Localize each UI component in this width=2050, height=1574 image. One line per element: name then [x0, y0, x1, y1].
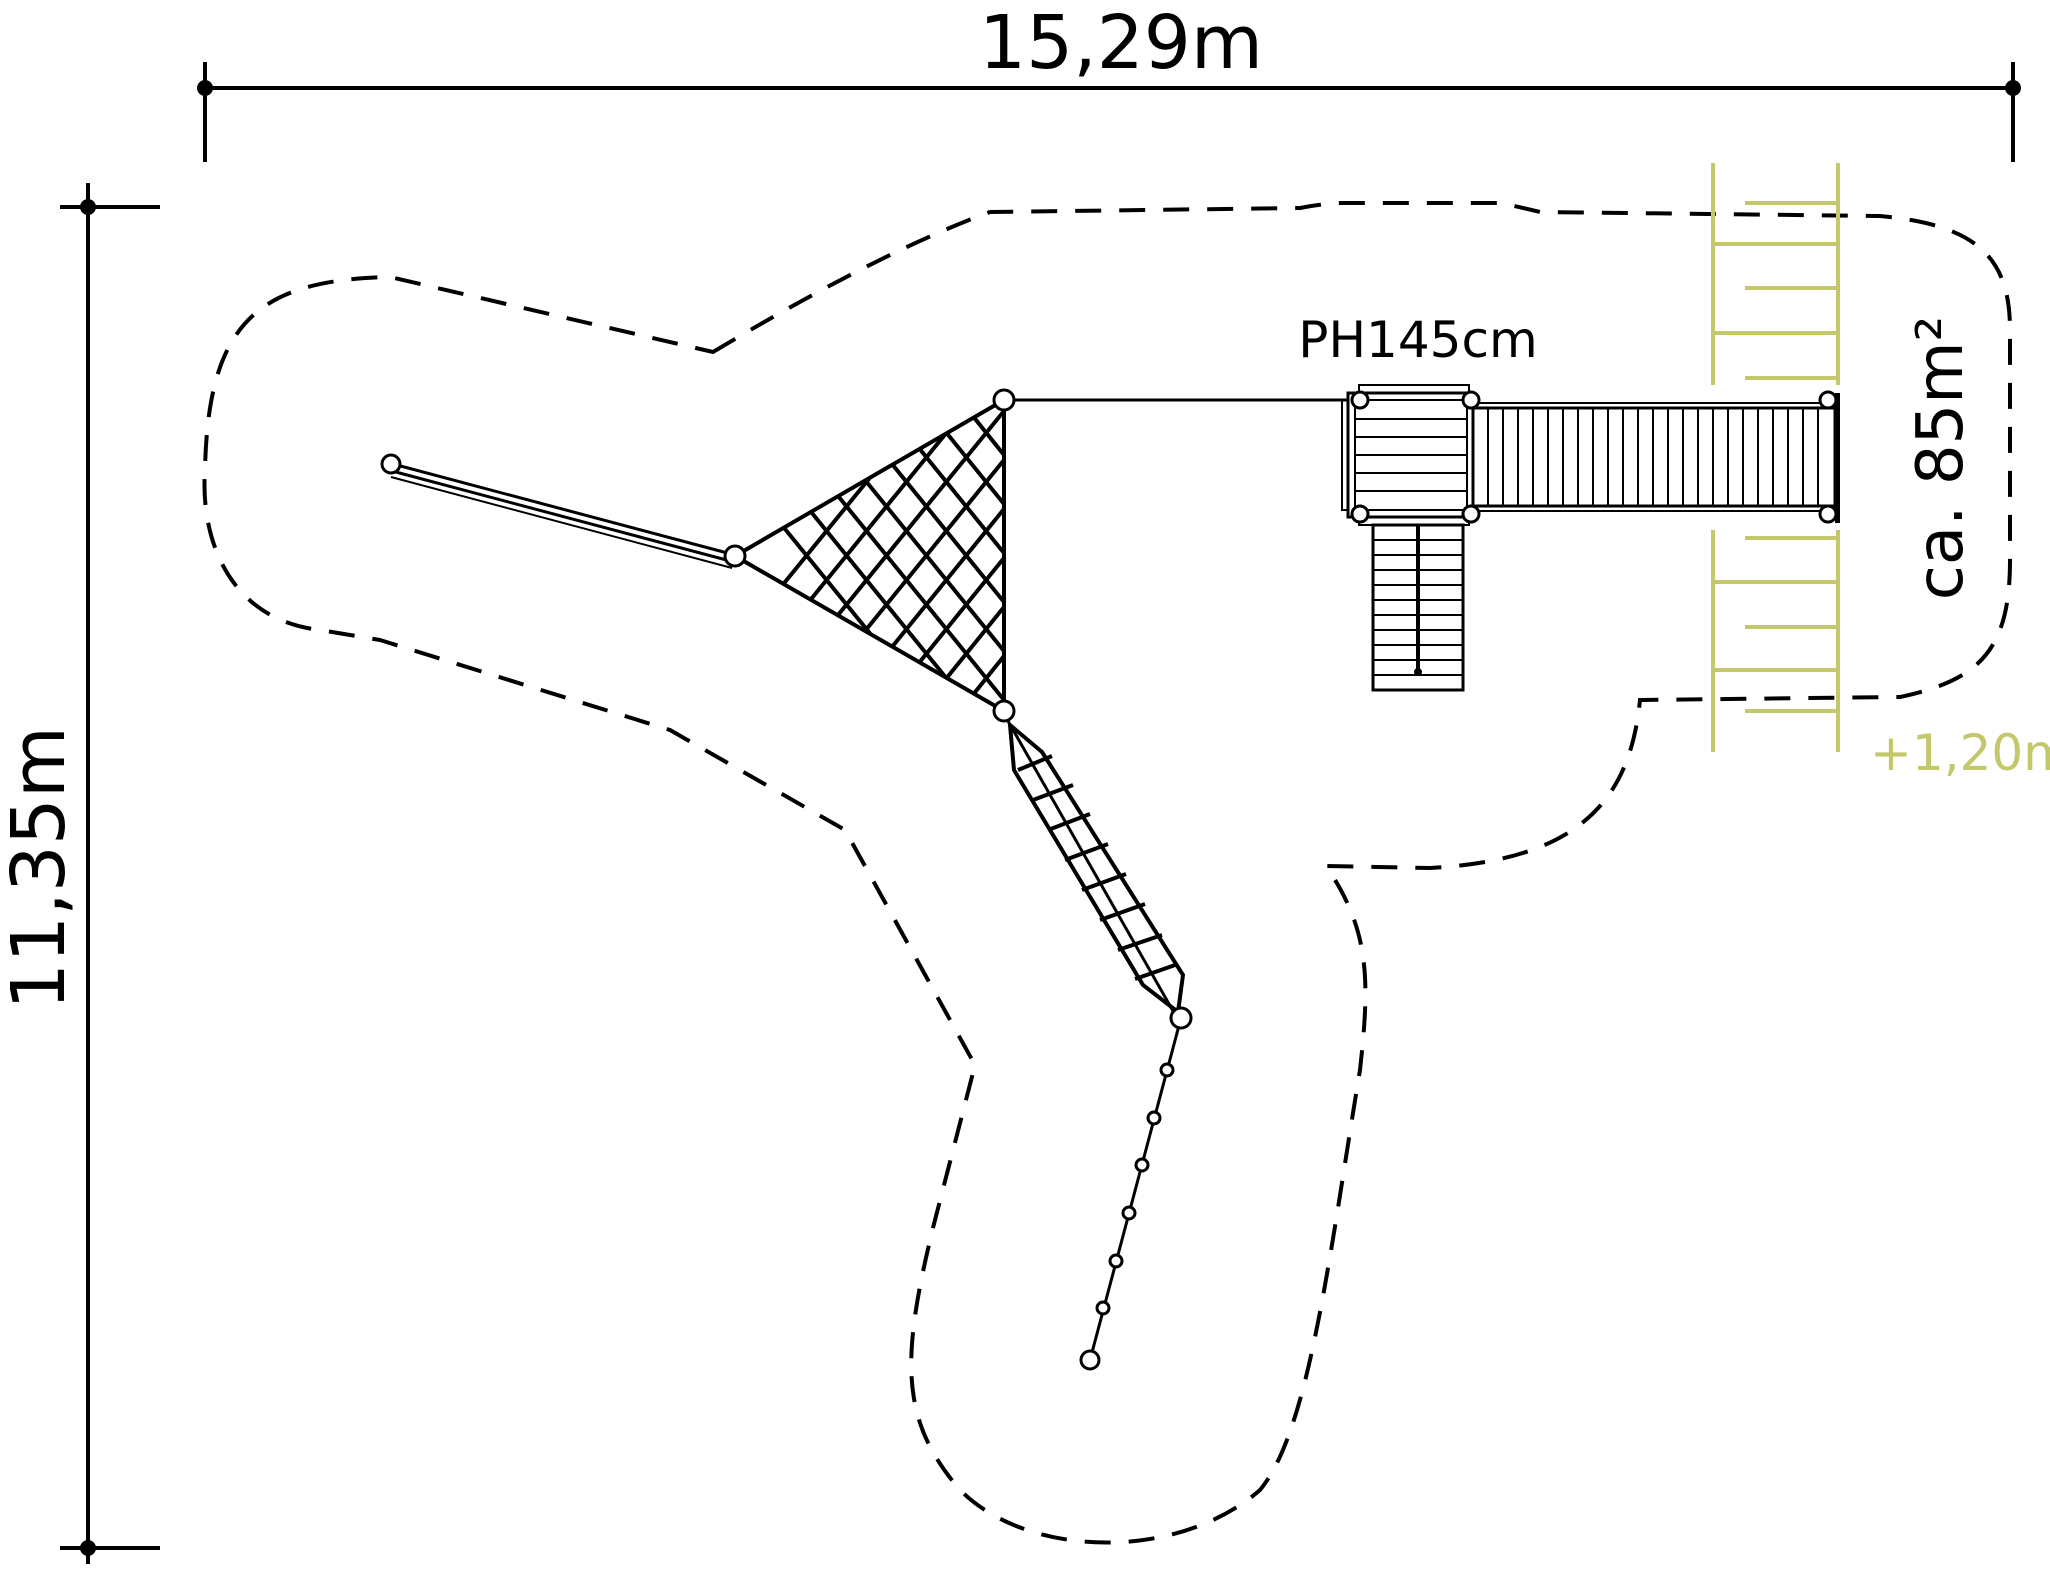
stepping-rope: [1088, 1017, 1183, 1361]
safety-zone-outline: [202, 201, 2012, 1545]
balance-beam: [390, 462, 736, 569]
tower-posts: [1350, 390, 1838, 524]
width-label: 15,29m: [979, 0, 1263, 86]
area-label: ca. 85m²: [1904, 316, 1978, 601]
slide-safety-zone: [1711, 163, 1840, 752]
width-dimension: 15,29m: [197, 0, 2021, 162]
platform-height-label: PH145cm: [1298, 311, 1537, 369]
rope-ladder: [1002, 713, 1186, 1019]
tower-ladder: [1371, 523, 1465, 692]
slide: [1471, 393, 1840, 523]
anchor-posts: [380, 388, 1193, 1371]
height-dimension: 11,35m: [0, 183, 160, 1564]
height-label: 11,35m: [0, 726, 82, 1010]
safety-offset-label: +1,20m: [1870, 724, 2050, 782]
